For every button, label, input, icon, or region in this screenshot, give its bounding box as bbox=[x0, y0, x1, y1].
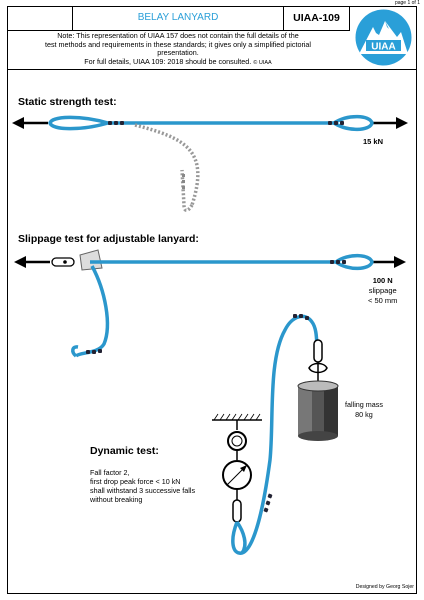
dynamic-rope bbox=[231, 314, 320, 555]
slippage-line-2: slippage bbox=[368, 286, 397, 295]
dynamic-line-2: first drop peak force < 10 kN bbox=[90, 477, 181, 486]
slippage-line-3: < 50 mm bbox=[368, 296, 398, 305]
static-left-eye-loop bbox=[48, 115, 109, 131]
note-line-2: test methods and requirements in these s… bbox=[44, 39, 312, 49]
note-line-3: presentation. bbox=[157, 48, 199, 58]
note-divider bbox=[7, 69, 417, 70]
left-arrow-head-icon bbox=[12, 117, 24, 129]
page-frame bbox=[7, 6, 417, 594]
standard-code: UIAA-109 bbox=[284, 6, 350, 30]
mass-label: falling mass 80 kg bbox=[345, 400, 383, 420]
designer-credit: Designed by Georg Sojer bbox=[355, 584, 414, 590]
note-line-4: For full details, UIAA 109: 2018 should … bbox=[84, 56, 252, 66]
note-line-4-wrap: For full details, UIAA 109: 2018 should … bbox=[10, 56, 346, 68]
static-test-diagram bbox=[12, 114, 408, 212]
right-arrow-head-icon bbox=[396, 117, 408, 129]
document-title: BELAY LANYARD bbox=[72, 6, 284, 30]
static-stitching bbox=[108, 121, 344, 125]
header-divider bbox=[7, 30, 350, 31]
slippage-force-label: 100 N bbox=[372, 276, 393, 285]
dynamic-line-1: Fall factor 2, bbox=[90, 468, 130, 477]
slippage-test-heading: Slippage test for adjustable lanyard: bbox=[18, 233, 199, 245]
static-right-eye-loop bbox=[333, 114, 374, 132]
mass-carabiner bbox=[313, 339, 323, 363]
dynamic-test-heading: Dynamic test: bbox=[90, 445, 159, 457]
disclaimer-note: Note: This representation of UIAA 157 do… bbox=[10, 31, 346, 68]
dynamic-line-3: shall withstand 3 successive falls bbox=[90, 486, 196, 495]
adjuster-connector bbox=[51, 257, 75, 267]
dynamic-line-4: without breaking bbox=[90, 495, 143, 504]
anchor-carabiner bbox=[232, 499, 242, 523]
static-dashed-arm bbox=[134, 123, 200, 206]
slippage-eye-loop bbox=[334, 253, 374, 271]
note-copyright: © UIAA bbox=[253, 59, 272, 66]
uiaa-logo-icon: UIAA bbox=[355, 9, 412, 66]
static-force-label: 15 kN bbox=[363, 137, 384, 146]
slippage-right-arrow-head-icon bbox=[394, 256, 406, 268]
page-number: page 1 of 1 bbox=[394, 0, 420, 6]
slippage-requirements: 100 N slippage < 50 mm bbox=[368, 276, 397, 306]
logo-text: UIAA bbox=[371, 42, 395, 53]
slippage-hanging-tail bbox=[74, 265, 110, 358]
static-test-heading: Static strength test: bbox=[18, 96, 117, 108]
slippage-left-arrow-head-icon bbox=[14, 256, 26, 268]
slippage-test-diagram bbox=[14, 249, 406, 358]
dynamic-test-requirements: Fall factor 2, first drop peak force < 1… bbox=[90, 468, 195, 504]
adjuster-device bbox=[79, 249, 103, 271]
mass-value: 80 kg bbox=[355, 410, 373, 419]
dynamic-test-diagram bbox=[212, 314, 339, 555]
mass-label-text: falling mass bbox=[345, 400, 383, 409]
note-line-1: Note: This representation of UIAA 157 do… bbox=[57, 31, 299, 40]
